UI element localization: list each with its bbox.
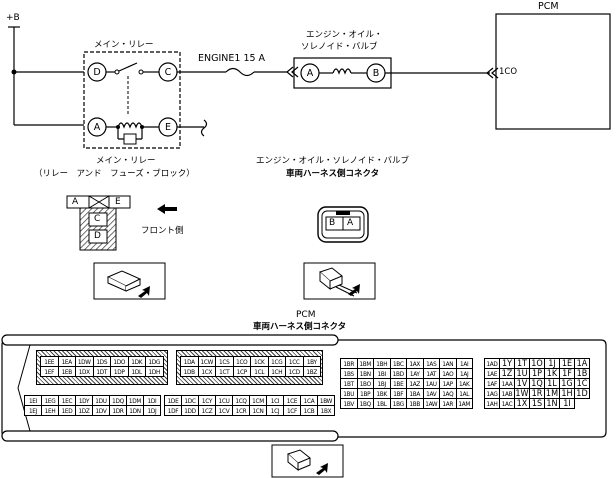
relay-block-d: D [94, 231, 101, 241]
pin-cell: 1X [514, 398, 530, 409]
pin-cell: 1AH [484, 398, 500, 409]
relay-caption-line2: （リレー アンド フューズ・ブロック） [34, 169, 195, 179]
main-relay-box [83, 51, 181, 149]
pin-cell: 1CZ [198, 405, 216, 416]
pin-cell: 1ED [58, 405, 76, 416]
pin-cell: 1BL [373, 398, 391, 409]
pin-cell: 1N [544, 398, 560, 409]
relay-coil [117, 122, 143, 129]
pin-cell: 1EH [41, 405, 59, 416]
pin-cell: 1AR [439, 398, 457, 409]
pcm-box [495, 13, 611, 130]
relay-pin-c-label: C [164, 67, 172, 78]
relay-connector-illustration [93, 262, 166, 300]
pin-cell: 1BQ [356, 398, 374, 409]
pin-cell: 1DN [126, 405, 144, 416]
solenoid-connector-a: A [347, 218, 354, 228]
pin-cell: 1DB [180, 366, 199, 377]
solenoid-pin-b-label: B [372, 68, 380, 79]
pin-cell: 1BB [406, 398, 424, 409]
pin-cell: 1CB [300, 405, 318, 416]
pin-cell: 1DF [164, 405, 182, 416]
pin-cell: 1EJ [24, 405, 42, 416]
pin-cell: 1CL [250, 366, 269, 377]
pin-cell: 1DV [92, 405, 110, 416]
pcm-pin-label: 1CO [499, 67, 518, 77]
pin-cell: 1S [529, 398, 545, 409]
relay-resistor [123, 133, 137, 145]
solenoid-caption-line2: 車両ハーネス側コネクタ [286, 169, 380, 179]
pin-cell: 1D [574, 388, 590, 399]
plus-b-label: +B [6, 13, 20, 23]
fuse-label: ENGINE1 15 A [198, 53, 266, 64]
pin-cell: 1EB [57, 366, 76, 377]
pin-cell: 1CT [215, 366, 234, 377]
relay-block-diagram [66, 195, 131, 251]
pin-cell: 1CV [215, 405, 233, 416]
solenoid-title-line1: エンジン・オイル・ [306, 30, 383, 40]
fuse-symbol [225, 67, 255, 77]
pin-cell: 1AC [499, 398, 515, 409]
pin-cell: 1EF [40, 366, 59, 377]
pcm-connector-illustration [271, 444, 344, 478]
pin-cell: 1BZ [302, 366, 321, 377]
pin-cell: 1BX [317, 405, 335, 416]
relay-block-a: A [72, 197, 79, 207]
pcm-caption-line1: PCM [296, 310, 316, 320]
main-relay-title: メイン・リレー [94, 40, 154, 50]
solenoid-pin-a-label: A [306, 68, 314, 79]
pin-cell: 1CR [232, 405, 250, 416]
pin-cell: 1DR [109, 405, 127, 416]
pin-cell: 1DH [145, 366, 164, 377]
solenoid-connector-diagram [317, 206, 369, 243]
front-arrow-icon [157, 204, 177, 214]
front-label: フロント側 [141, 226, 184, 236]
relay-pin-d-label: D [93, 67, 101, 78]
wire-break [200, 119, 208, 137]
pcm-title: PCM [538, 1, 559, 12]
pin-cell: 1CP [232, 366, 251, 377]
pin-cell: 1CD [285, 366, 304, 377]
solenoid-caption-line1: エンジン・オイル・ソレノイド・バルブ [256, 156, 410, 166]
pin-cell: 1DX [75, 366, 94, 377]
pcm-caption-line2: 車両ハーネス側コネクタ [253, 322, 347, 332]
pin-cell: 1DD [181, 405, 199, 416]
solenoid-connector-illustration [303, 262, 376, 300]
relay-block-c: C [94, 214, 101, 224]
pin-cell: 1BV [340, 398, 358, 409]
pin-cell: 1CF [283, 405, 301, 416]
pin-cell: 1DZ [75, 405, 93, 416]
pin-cell: 1CN [249, 405, 267, 416]
relay-pin-e-label: E [164, 122, 171, 133]
pin-cell: 1I [559, 398, 575, 409]
pin-cell: 1BG [389, 398, 407, 409]
relay-switch [118, 62, 138, 72]
relay-block-e: E [115, 197, 121, 207]
pin-cell: 1DL [127, 366, 146, 377]
pin-cell: 1DP [110, 366, 129, 377]
pin-cell: 1CH [267, 366, 286, 377]
pin-cell: 1AM [455, 398, 473, 409]
pin-cell: 1CX [197, 366, 216, 377]
relay-caption-line1: メイン・リレー [96, 156, 156, 166]
relay-pin-a-label: A [93, 122, 101, 133]
pin-cell: 1AW [422, 398, 440, 409]
solenoid-coil [332, 68, 352, 75]
pin-cell: 1DJ [143, 405, 161, 416]
pin-cell: 1CJ [266, 405, 284, 416]
solenoid-connector-b: B [329, 218, 336, 228]
solenoid-title-line2: ソレノイド・バルブ [301, 42, 378, 52]
pin-cell: 1DT [92, 366, 111, 377]
